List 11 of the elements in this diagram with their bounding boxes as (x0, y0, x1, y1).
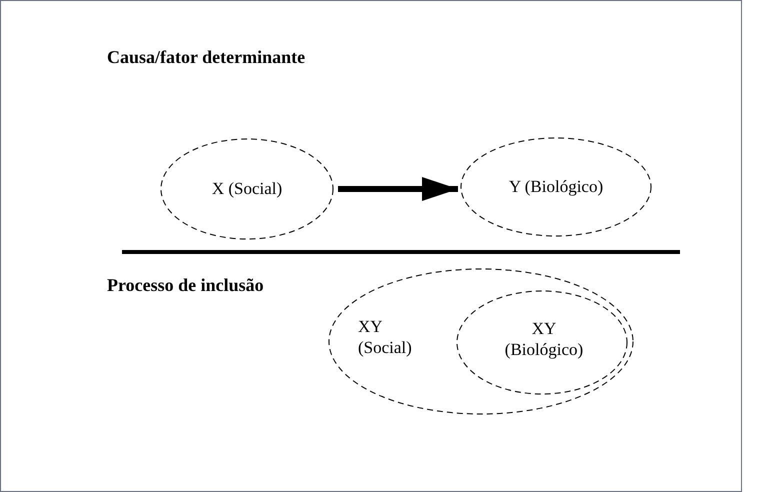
arrow (338, 177, 458, 201)
node-label: XY (Social) (358, 316, 413, 358)
node-label: Y (Biológico) (508, 176, 604, 198)
dashed-ellipse (460, 137, 652, 237)
section-heading: Causa/fator determinante (107, 46, 306, 69)
node-label: XY (Biológico) (504, 318, 584, 360)
node-label: X (Social) (212, 178, 282, 200)
dashed-ellipse (456, 290, 628, 395)
dashed-ellipse (328, 268, 634, 415)
dashed-ellipse (160, 138, 334, 240)
section-heading: Processo de inclusão (107, 274, 264, 297)
